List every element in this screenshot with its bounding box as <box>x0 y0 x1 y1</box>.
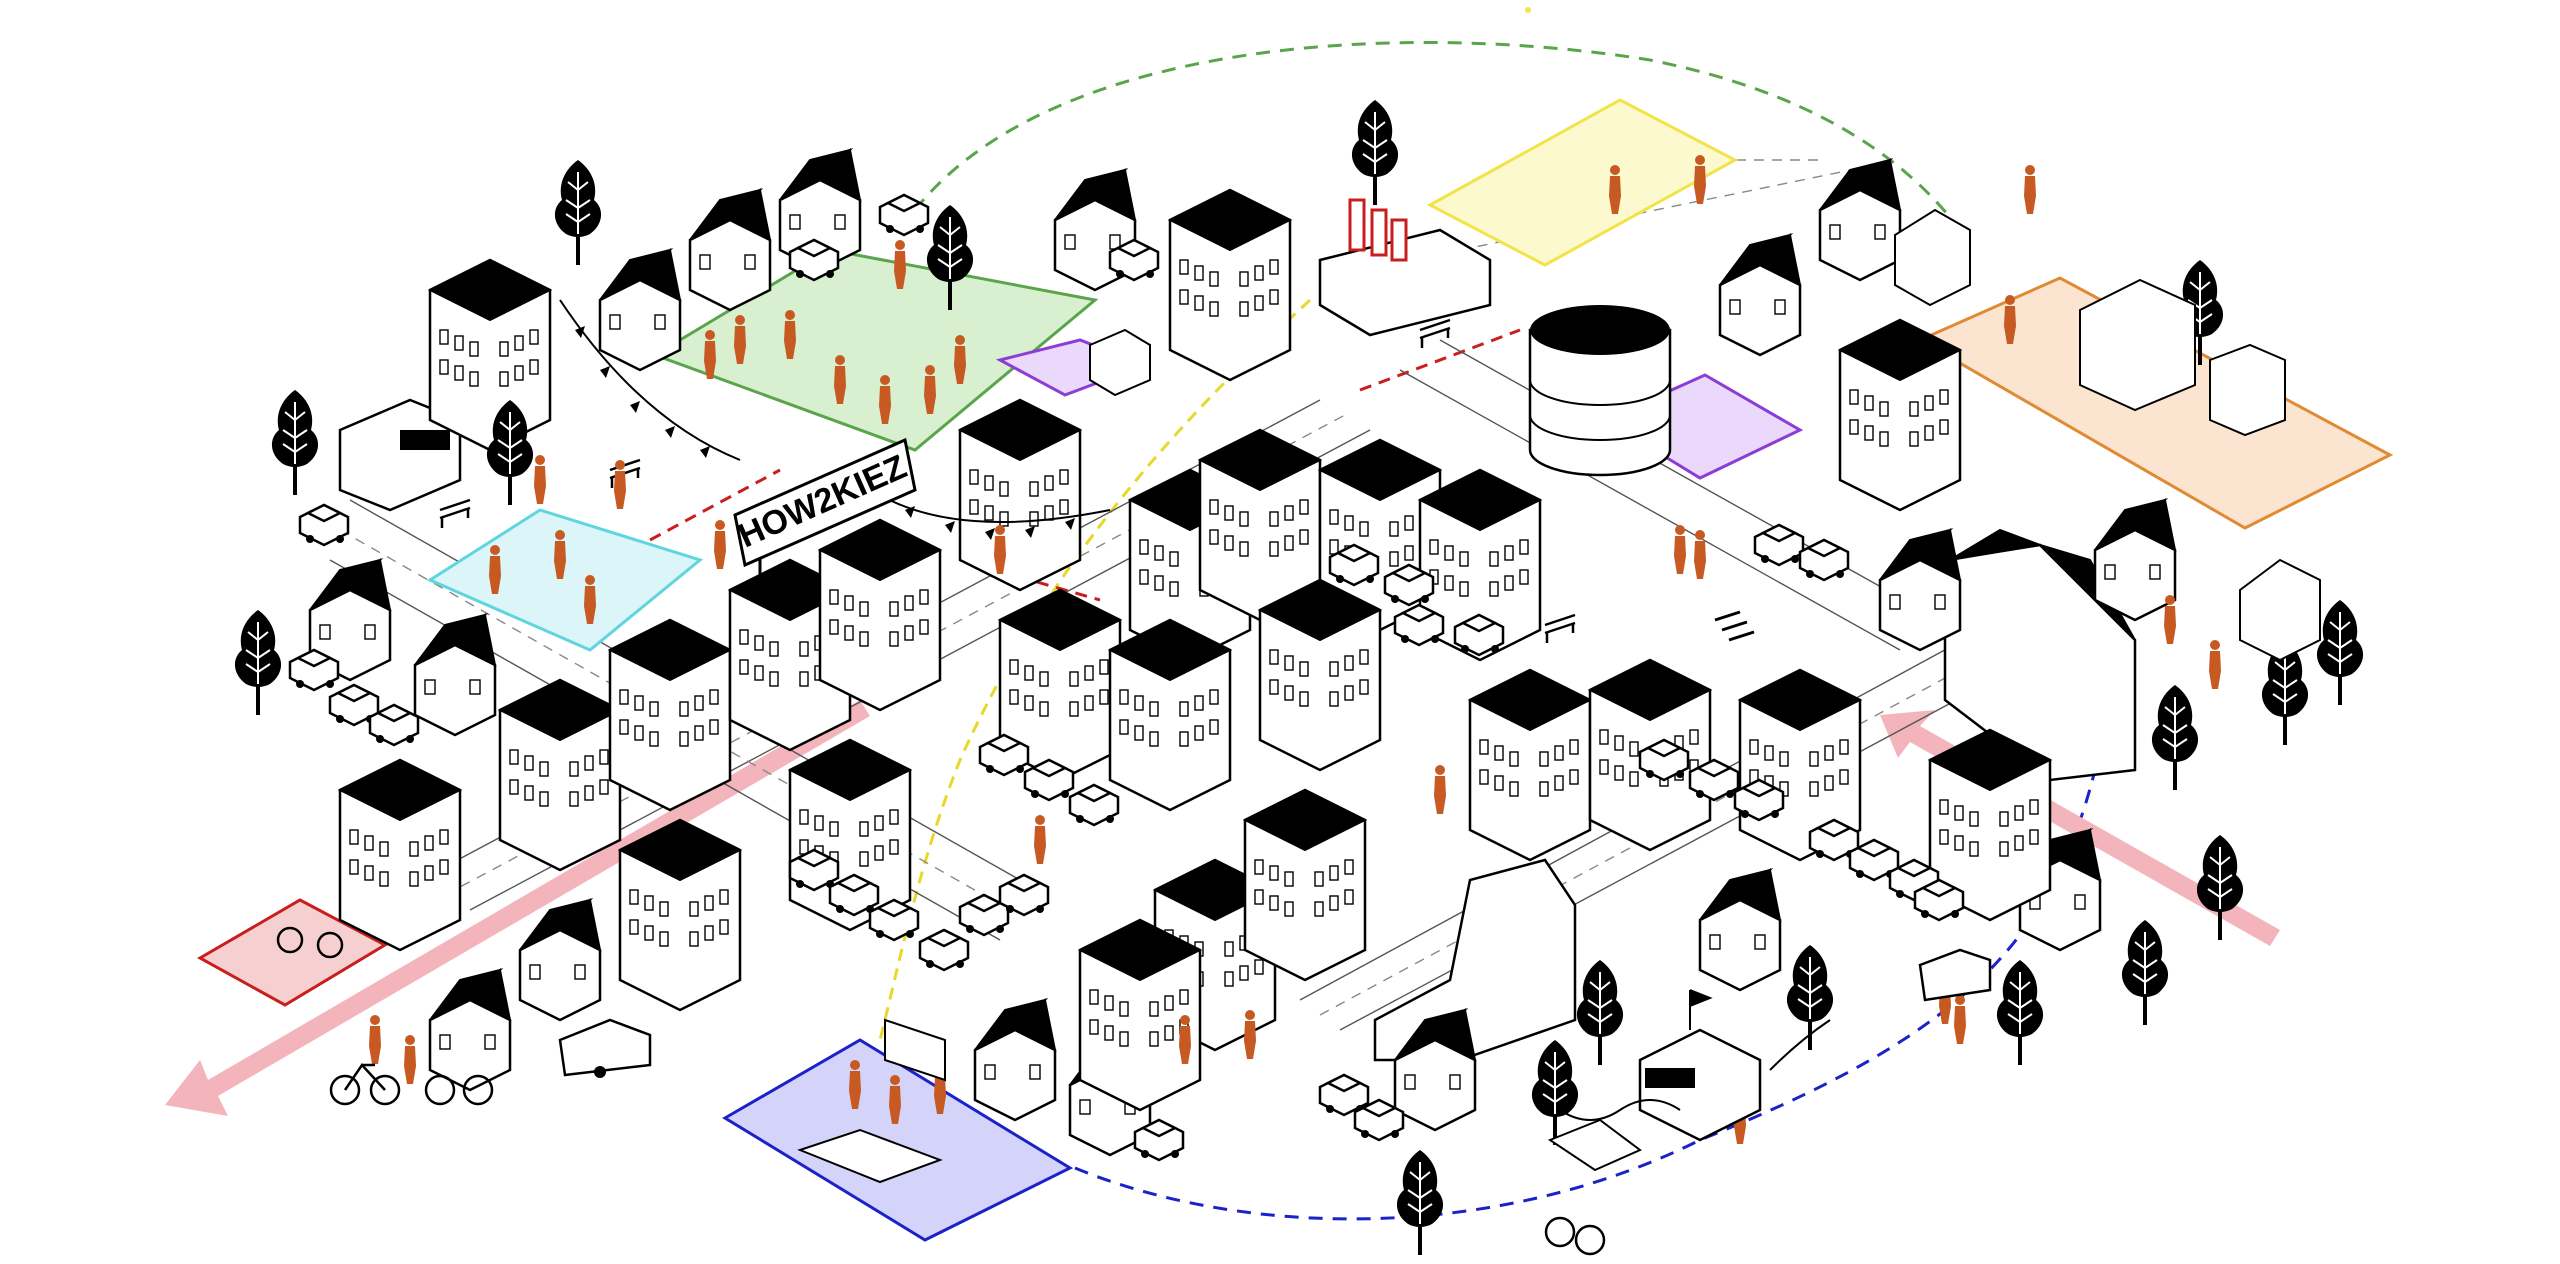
house-icon <box>598 248 682 372</box>
yellow-dot <box>1525 7 1531 13</box>
pink-arrow-left <box>165 700 870 1116</box>
bicycles <box>276 926 1606 1256</box>
yellow-dashed-line <box>878 298 1312 1041</box>
caravan-icon <box>558 948 1992 1078</box>
chimney-icon <box>1348 198 1408 262</box>
zone-cyan-yoga <box>426 508 704 652</box>
bicycle-icon <box>329 1062 401 1106</box>
greenhouse-icon <box>1089 208 2321 662</box>
zone-blue-workshop <box>722 1038 1074 1242</box>
green-dashed-arc <box>913 40 1962 231</box>
market-stand <box>1547 989 1831 1172</box>
bench-icon <box>438 498 472 530</box>
blue-outlined-buildings <box>1943 528 2137 782</box>
car-icon <box>298 503 350 547</box>
person-icon <box>894 240 906 289</box>
crosswalk <box>1714 610 1755 642</box>
whiteboard <box>797 1018 946 1184</box>
green-outlined-buildings <box>1373 858 1577 1062</box>
zone-yellow-rooftop <box>1426 98 1739 267</box>
cyan-kiosk <box>338 398 462 512</box>
garland <box>559 299 1111 540</box>
red-outlined-building <box>1318 198 1492 337</box>
zone-green-meeting <box>651 248 1099 452</box>
tree-icon <box>553 159 603 266</box>
round-building <box>1528 305 1672 477</box>
